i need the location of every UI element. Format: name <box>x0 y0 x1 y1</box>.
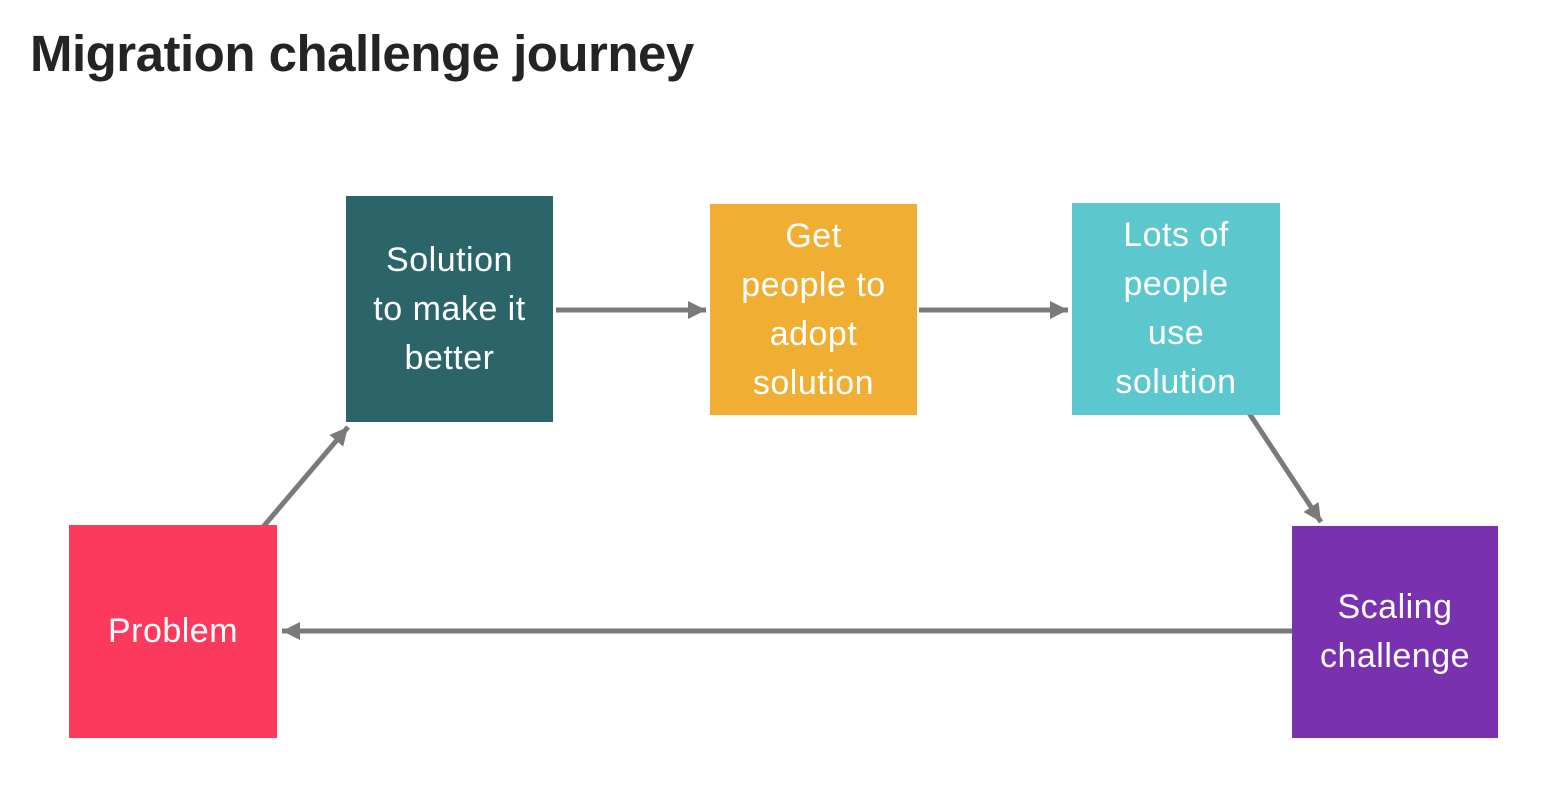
diagram-title: Migration challenge journey <box>30 25 694 82</box>
node-scaling-challenge-label: Scaling challenge <box>1319 588 1471 675</box>
node-solution: Solution to make it better <box>346 196 553 422</box>
node-use-solution-label: Lots of people use solution <box>1115 216 1237 401</box>
edge-problem-to-solution <box>261 425 350 529</box>
edge-use-to-scaling <box>1246 411 1324 524</box>
node-solution-label: Solution to make it better <box>373 240 526 377</box>
node-scaling-challenge: Scaling challenge <box>1292 526 1498 738</box>
node-adopt-solution-label: Get people to adopt solution <box>741 216 886 402</box>
node-problem-label: Problem <box>107 612 239 650</box>
node-use-solution: Lots of people use solution <box>1072 203 1280 415</box>
node-problem: Problem <box>69 525 277 738</box>
node-adopt-solution: Get people to adopt solution <box>710 204 917 415</box>
